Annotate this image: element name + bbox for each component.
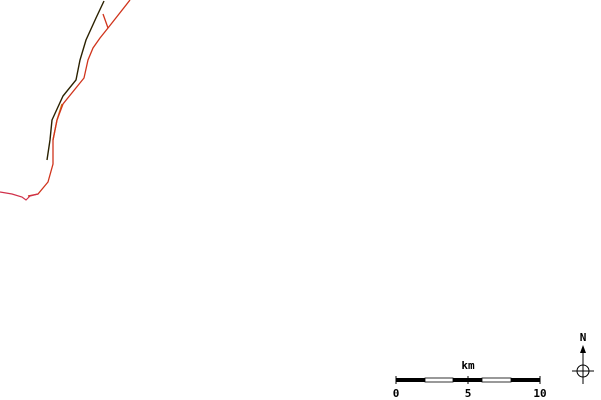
- scale-bar-segments: [395, 376, 541, 384]
- scale-segment: [396, 378, 425, 382]
- map-features: [0, 0, 131, 201]
- scale-tick-label-5: 5: [465, 387, 472, 400]
- road-pink-line: [0, 191, 39, 201]
- road-red-line: [27, 0, 131, 197]
- scale-bar: km 0 5 10: [393, 359, 547, 400]
- scale-unit-label: km: [461, 359, 475, 372]
- compass-crosshair-icon: [572, 345, 594, 384]
- north-arrow: N: [572, 331, 594, 384]
- scale-segment: [481, 377, 512, 383]
- scale-tick-label-10: 10: [533, 387, 546, 400]
- scale-tick-label-0: 0: [393, 387, 400, 400]
- north-label: N: [580, 331, 587, 344]
- road-dark-line: [46, 0, 105, 161]
- scale-segment: [511, 378, 540, 382]
- scale-segment: [424, 377, 454, 383]
- road-red-spur: [102, 13, 109, 29]
